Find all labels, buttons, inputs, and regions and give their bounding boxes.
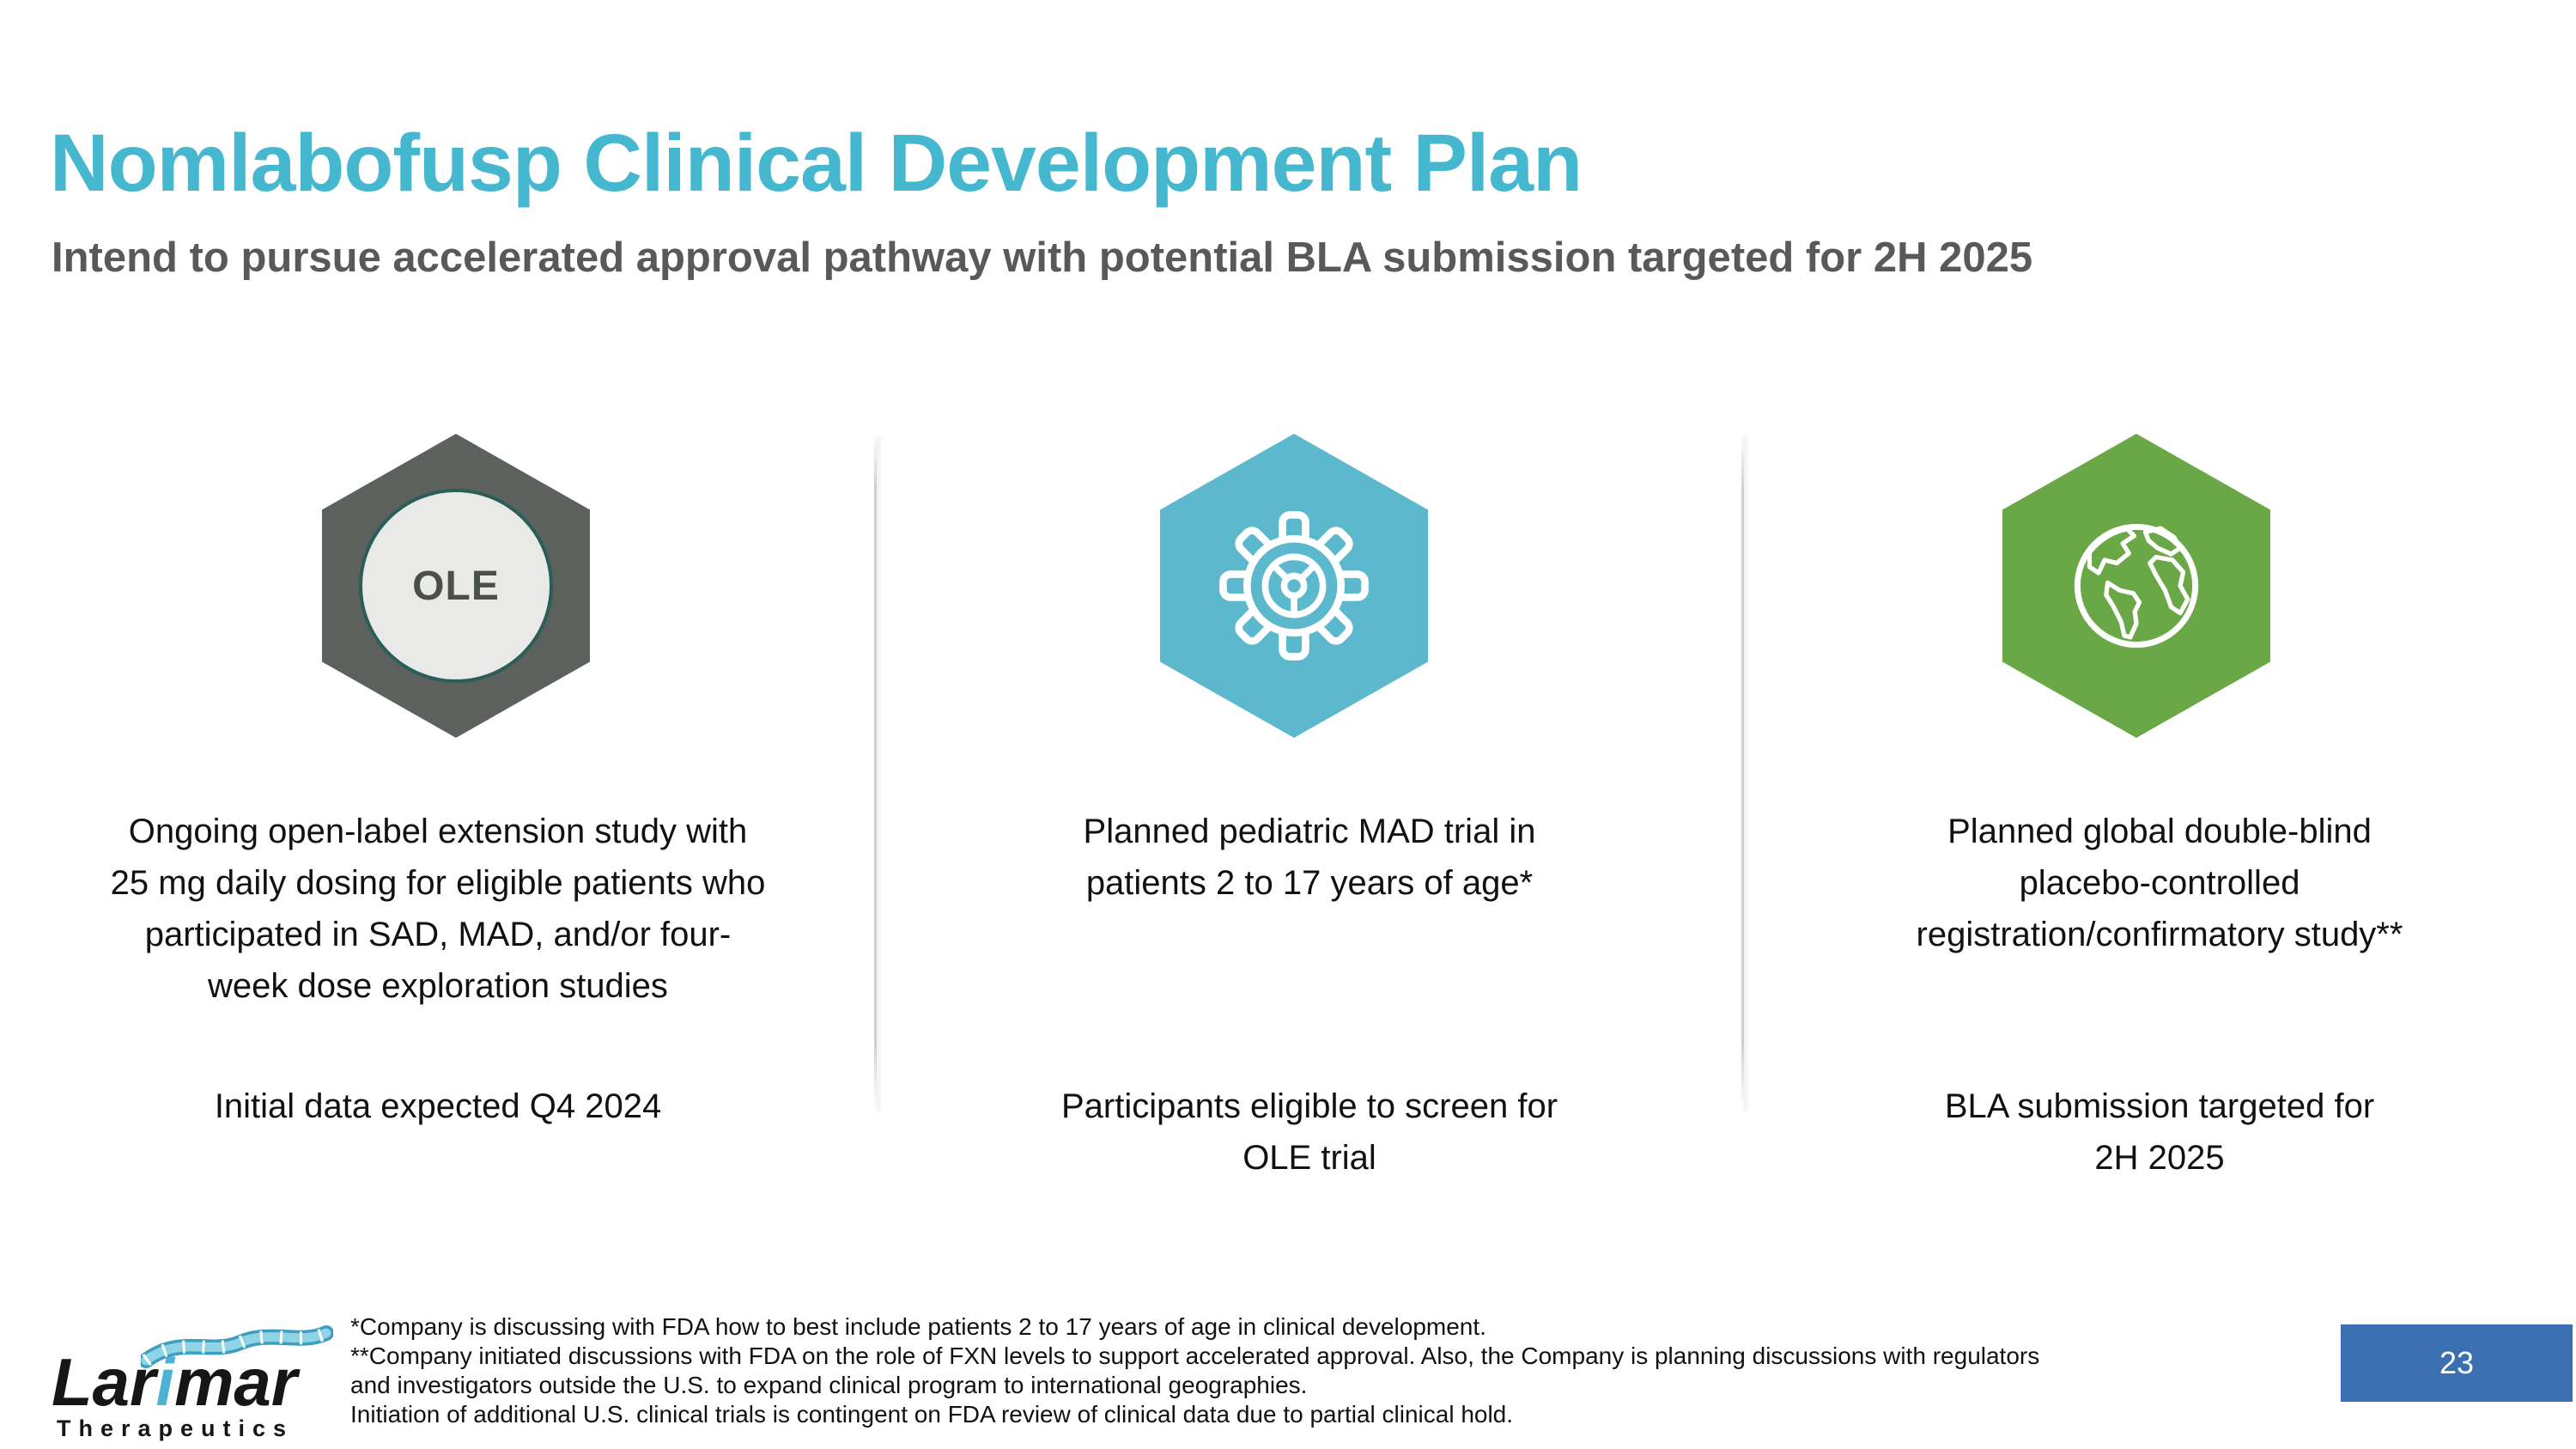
caption-line: 2H 2025 [2094, 1139, 2225, 1177]
description-line: 25 mg daily dosing for eligible patients… [110, 864, 766, 902]
description-line: Planned pediatric MAD trial in [1083, 813, 1536, 850]
column-3-description: Planned global double-blind placebo-cont… [1803, 806, 2516, 960]
column-divider [874, 434, 877, 1111]
footnote-line: Initiation of additional U.S. clinical t… [350, 1401, 1514, 1428]
caption-line: OLE trial [1242, 1139, 1376, 1177]
globe-icon [2074, 523, 2199, 648]
caption-line: Initial data expected Q4 2024 [214, 1087, 662, 1125]
description-line: Ongoing open-label extension study with [128, 813, 748, 850]
hexagon-globe [2002, 434, 2270, 738]
hexagon-ole: OLE [322, 434, 590, 738]
footnote-line: and investigators outside the U.S. to ex… [350, 1372, 1308, 1398]
page-number-badge: 23 [2341, 1324, 2573, 1402]
helix-ribbon-icon [141, 1325, 333, 1368]
ole-badge-label: OLE [412, 563, 500, 609]
footnote-line: *Company is discussing with FDA how to b… [350, 1313, 1486, 1340]
caption-line: BLA submission targeted for [1944, 1087, 2375, 1125]
description-line: registration/confirmatory study** [1916, 916, 2403, 953]
ole-badge-icon: OLE [359, 489, 553, 683]
larimar-logo: Larimar Therapeutics [52, 1323, 343, 1447]
logo-text-i: i [155, 1344, 175, 1420]
hexagon-gear [1160, 434, 1428, 738]
logo-text-lar: Lar [52, 1344, 156, 1420]
footnote-line: **Company initiated discussions with FDA… [350, 1342, 2040, 1369]
column-divider [1741, 434, 1744, 1111]
logo-tagline: Therapeutics [57, 1416, 295, 1441]
column-2-description: Planned pediatric MAD trial in patients … [936, 806, 1683, 909]
description-line: placebo-controlled [2019, 864, 2300, 902]
description-line: Planned global double-blind [1947, 813, 2372, 850]
page-title: Nomlabofusp Clinical Development Plan [50, 118, 1583, 209]
column-3-caption: BLA submission targeted for 2H 2025 [1803, 1081, 2516, 1184]
logo-text-mar: mar [174, 1344, 298, 1420]
column-2-caption: Participants eligible to screen for OLE … [936, 1081, 1683, 1184]
logo-wordmark: Larimar [52, 1343, 297, 1422]
caption-line: Participants eligible to screen for [1060, 1087, 1558, 1125]
footnotes: *Company is discussing with FDA how to b… [350, 1312, 2317, 1429]
description-line: week dose exploration studies [208, 967, 668, 1005]
description-line: participated in SAD, MAD, and/or four- [144, 916, 732, 953]
page-number: 23 [2439, 1345, 2475, 1380]
description-line: patients 2 to 17 years of age* [1085, 864, 1534, 902]
gear-icon [1219, 511, 1369, 661]
page-subtitle: Intend to pursue accelerated approval pa… [52, 234, 2033, 281]
column-1-description: Ongoing open-label extension study with … [60, 806, 816, 1012]
column-1-caption: Initial data expected Q4 2024 [60, 1081, 816, 1132]
